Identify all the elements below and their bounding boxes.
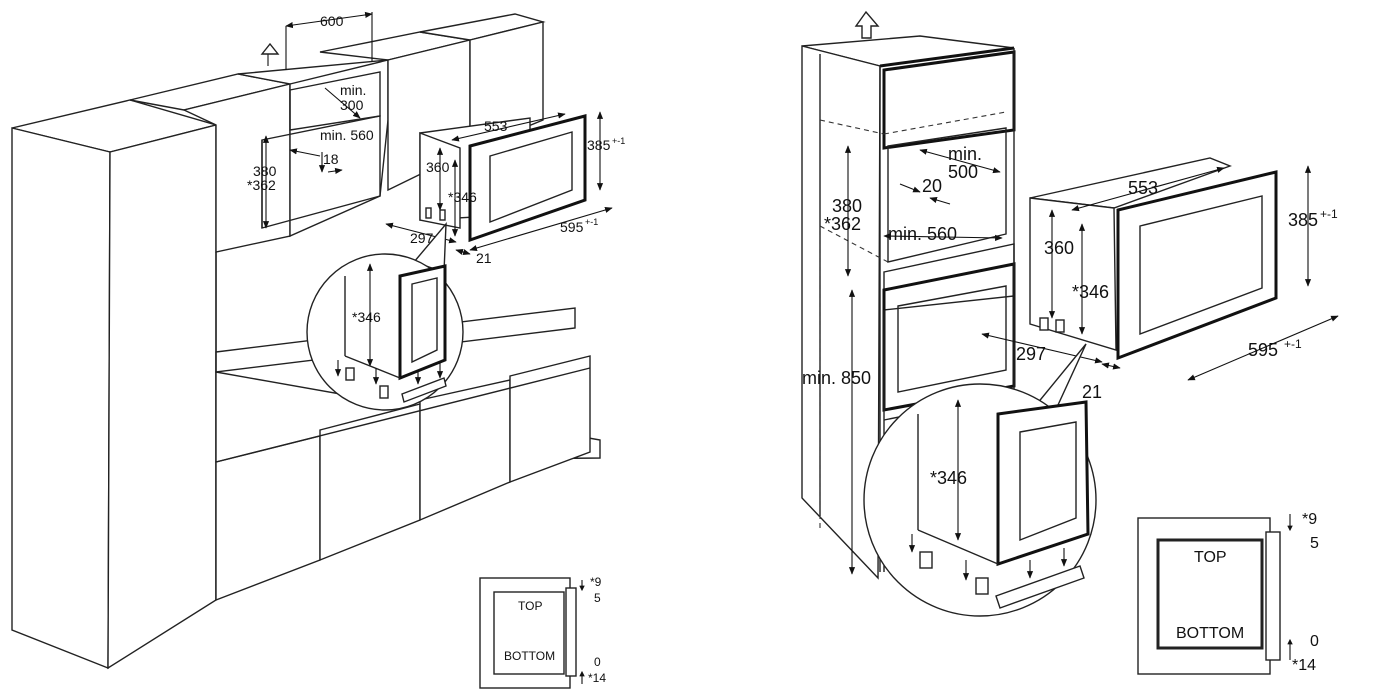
vent-0-label: 0 bbox=[594, 655, 601, 669]
right-dimension-labels: min. 500 20 380 *362 min. 560 min. 850 5… bbox=[802, 144, 1338, 402]
vent-top-label: TOP bbox=[518, 599, 542, 613]
vent-bottom-label: BOTTOM bbox=[504, 649, 555, 663]
vent-9-label: *9 bbox=[590, 575, 602, 589]
label-297: 297 bbox=[410, 230, 434, 246]
label-right-595-tolerance: +-1 bbox=[1284, 337, 1302, 351]
label-right-297: 297 bbox=[1016, 344, 1046, 364]
label-right-21: 21 bbox=[1082, 382, 1102, 402]
label-385-tolerance: +-1 bbox=[612, 136, 625, 146]
label-595: 595 bbox=[560, 219, 584, 235]
label-right-min850: min. 850 bbox=[802, 368, 871, 388]
label-right-min500-b: 500 bbox=[948, 162, 978, 182]
left-tall-cabinet bbox=[11, 99, 219, 670]
label-min300-b: 300 bbox=[340, 97, 364, 113]
label-right-min560: min. 560 bbox=[888, 224, 957, 244]
label-min560: min. 560 bbox=[320, 127, 374, 143]
vent-5-label: 5 bbox=[594, 591, 601, 605]
left-wall-cabinets bbox=[129, 13, 546, 253]
label-600: 600 bbox=[320, 13, 344, 29]
label-right-detail-346: *346 bbox=[930, 468, 967, 488]
label-346: *346 bbox=[448, 189, 477, 205]
right-vent-0-label: 0 bbox=[1310, 633, 1319, 650]
vent-14-label: *14 bbox=[588, 671, 606, 685]
right-fixing-detail: *346 bbox=[863, 343, 1097, 617]
left-vent-detail: TOP BOTTOM *9 5 0 *14 bbox=[479, 575, 606, 689]
label-right-20: 20 bbox=[922, 176, 942, 196]
label-right-595: 595 bbox=[1248, 340, 1278, 360]
label-right-380: 380 bbox=[832, 196, 862, 216]
label-right-346: *346 bbox=[1072, 282, 1109, 302]
right-dimension-lines bbox=[844, 145, 1339, 575]
right-column-view: min. 500 20 380 *362 min. 560 min. 850 5… bbox=[801, 10, 1339, 675]
left-kitchen-view: 600 min. 300 min. 560 18 380 *362 553 36… bbox=[11, 11, 625, 689]
label-553: 553 bbox=[484, 118, 508, 134]
right-vent-14-label: *14 bbox=[1292, 657, 1316, 674]
right-tall-column bbox=[801, 35, 1016, 580]
label-right-362: *362 bbox=[824, 214, 861, 234]
left-dimension-labels: 600 min. 300 min. 560 18 380 *362 553 36… bbox=[247, 13, 625, 266]
right-vent-detail: TOP BOTTOM *9 5 0 *14 bbox=[1137, 511, 1319, 675]
label-right-360: 360 bbox=[1044, 238, 1074, 258]
label-362: *362 bbox=[247, 177, 276, 193]
up-arrow-icon bbox=[854, 10, 880, 39]
left-dimension-lines bbox=[260, 11, 613, 256]
label-380: 380 bbox=[253, 163, 277, 179]
left-fixing-detail: *346 bbox=[306, 221, 464, 411]
label-18: 18 bbox=[323, 151, 339, 167]
label-right-553: 553 bbox=[1128, 178, 1158, 198]
label-detail-346: *346 bbox=[352, 309, 381, 325]
label-595-tolerance: +-1 bbox=[585, 217, 598, 227]
label-right-385: 385 bbox=[1288, 210, 1318, 230]
label-min300-a: min. bbox=[340, 82, 366, 98]
label-21: 21 bbox=[476, 250, 492, 266]
right-vent-top-label: TOP bbox=[1194, 549, 1227, 566]
right-vent-bottom-label: BOTTOM bbox=[1176, 625, 1244, 642]
right-vent-9-label: *9 bbox=[1302, 511, 1317, 528]
label-right-385-tolerance: +-1 bbox=[1320, 207, 1338, 221]
label-right-min500-a: min. bbox=[948, 144, 982, 164]
label-385: 385 bbox=[587, 137, 611, 153]
right-vent-5-label: 5 bbox=[1310, 535, 1319, 552]
label-360: 360 bbox=[426, 159, 450, 175]
